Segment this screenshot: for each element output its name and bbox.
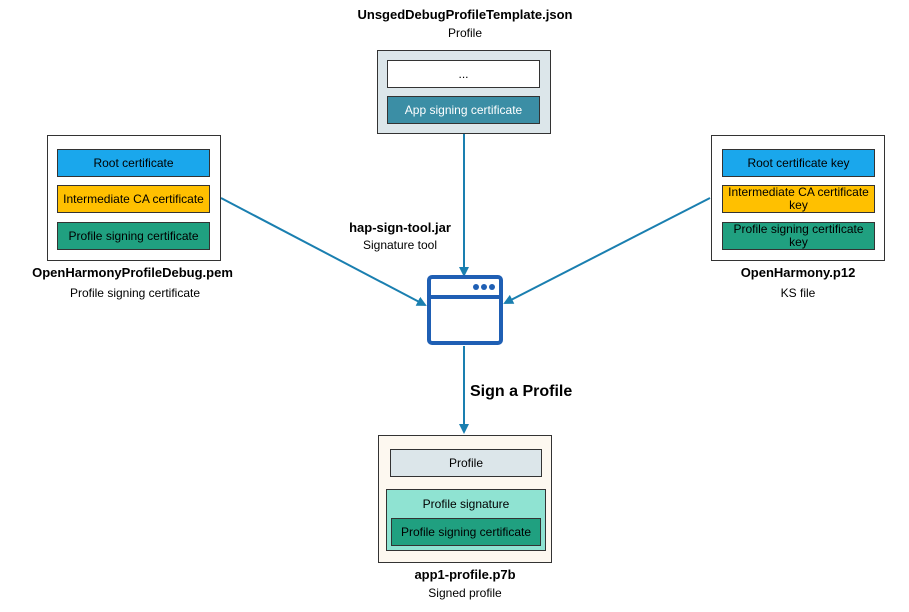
signing-tool-icon bbox=[427, 275, 503, 345]
profile-signature-label: Profile signature bbox=[422, 497, 510, 511]
p12-subtitle: KS file bbox=[780, 286, 816, 300]
root-certificate-box: Root certificate bbox=[57, 149, 210, 177]
template-panel: ... App signing certificate bbox=[377, 50, 551, 134]
tool-subtitle: Signature tool bbox=[362, 238, 438, 252]
template-filename: UnsgedDebugProfileTemplate.json bbox=[357, 7, 573, 22]
profile-signing-cert-box: Profile signing certificate bbox=[57, 222, 210, 250]
signed-filename: app1-profile.p7b bbox=[414, 567, 516, 582]
p12-filename: OpenHarmony.p12 bbox=[740, 265, 856, 280]
app-signing-cert-box: App signing certificate bbox=[387, 96, 540, 124]
profile-signing-key-box: Profile signing certificate key bbox=[722, 222, 875, 250]
template-ellipsis-box: ... bbox=[387, 60, 540, 88]
tool-name: hap-sign-tool.jar bbox=[349, 220, 451, 235]
pem-subtitle: Profile signing certificate bbox=[69, 286, 201, 300]
template-subtitle: Profile bbox=[447, 26, 482, 40]
pem-filename: OpenHarmonyProfileDebug.pem bbox=[32, 265, 233, 280]
profile-signature-panel: Profile signature Profile signing certif… bbox=[386, 489, 546, 551]
arrow-pem-to-tool bbox=[220, 197, 427, 306]
intermediate-certificate-key-box: Intermediate CA certificate key bbox=[722, 185, 875, 213]
arrow-p12-to-tool bbox=[503, 197, 711, 304]
p12-panel: Root certificate key Intermediate CA cer… bbox=[711, 135, 885, 261]
root-certificate-key-box: Root certificate key bbox=[722, 149, 875, 177]
signed-subtitle: Signed profile bbox=[428, 586, 502, 600]
pem-panel: Root certificate Intermediate CA certifi… bbox=[47, 135, 221, 261]
intermediate-certificate-box: Intermediate CA certificate bbox=[57, 185, 210, 213]
sign-profile-label: Sign a Profile bbox=[470, 383, 573, 400]
signature-signing-cert-box: Profile signing certificate bbox=[391, 518, 541, 546]
signed-profile-box: Profile bbox=[390, 449, 542, 477]
signed-profile-panel: Profile Profile signature Profile signin… bbox=[378, 435, 552, 563]
